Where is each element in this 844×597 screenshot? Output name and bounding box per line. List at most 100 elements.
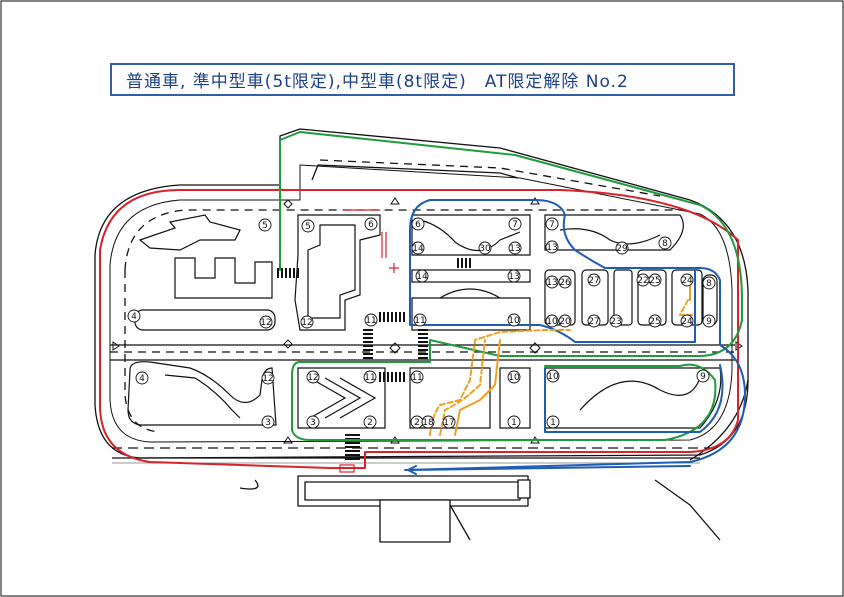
point-label-p9a: 9 (702, 314, 716, 328)
point-label-p6a: 6 (364, 217, 378, 231)
point-label-p14b: 14 (415, 269, 429, 283)
point-label-text: 2 (367, 418, 373, 428)
point-label-circle (696, 369, 710, 383)
point-label-p7b: 7 (545, 217, 559, 231)
point-label-text: 2 (414, 418, 420, 428)
point-label-p11a: 11 (364, 313, 378, 327)
point-label-p1a: 1 (507, 415, 521, 429)
green-route (279, 131, 743, 441)
point-label-circle (507, 313, 521, 327)
point-label-circle (648, 314, 662, 328)
point-label-p9b: 9 (696, 369, 710, 383)
point-label-text: 25 (649, 276, 660, 286)
road-markers (112, 197, 743, 444)
point-label-p27a: 27 (587, 273, 601, 287)
point-label-circle (411, 217, 425, 231)
point-label-p2b: 2 (410, 415, 424, 429)
point-label-text: 11 (414, 316, 425, 326)
orange-solid-route (454, 284, 691, 436)
point-label-text: 8 (662, 239, 668, 249)
point-label-p23: 23 (609, 314, 623, 328)
point-label-text: 11 (365, 316, 376, 326)
point-label-p11c: 11 (363, 370, 377, 384)
point-label-circle (411, 241, 425, 255)
point-label-text: 13 (546, 243, 557, 253)
outer-course-boundary (94, 128, 749, 459)
point-label-circle (545, 314, 559, 328)
point-label-text: 12 (262, 374, 273, 384)
point-label-circle (410, 370, 424, 384)
map-title: 普通車, 準中型車(5t限定),中型車(8t限定) AT限定解除 No.2 (126, 72, 629, 92)
point-label-text: 13 (509, 244, 520, 254)
point-label-circle (135, 371, 149, 385)
point-label-text: 14 (412, 244, 424, 254)
point-label-p10d: 10 (546, 369, 560, 383)
point-label-text: 6 (415, 220, 421, 230)
point-label-text: 10 (508, 373, 520, 383)
point-label-p12b: 12 (300, 315, 314, 329)
point-label-p20: 20 (558, 314, 572, 328)
point-label-circle (702, 314, 716, 328)
point-label-circle (261, 371, 275, 385)
point-label-text: 12 (260, 318, 271, 328)
point-label-p5a: 5 (258, 218, 272, 232)
point-label-circle (702, 276, 716, 290)
point-label-text: 11 (411, 373, 422, 383)
point-label-text: 22 (637, 276, 648, 286)
point-label-text: 29 (616, 244, 628, 254)
point-label-circle (364, 313, 378, 327)
point-label-circle (545, 217, 559, 231)
point-label-circle (546, 415, 560, 429)
point-label-circle (648, 273, 662, 287)
point-label-circle (680, 314, 694, 328)
point-label-p27b: 27 (587, 314, 601, 328)
point-label-p11b: 11 (413, 313, 427, 327)
point-label-circle (442, 415, 456, 429)
point-label-p24b: 24 (680, 314, 694, 328)
point-label-text: 24 (681, 276, 693, 286)
point-label-p12d: 12 (306, 370, 320, 384)
point-label-text: 8 (706, 279, 712, 289)
point-label-p22a: 22 (636, 273, 650, 287)
point-label-p6b: 6 (411, 217, 425, 231)
point-label-p26a: 26 (558, 275, 572, 289)
point-label-p3b: 3 (306, 415, 320, 429)
point-label-circle (508, 217, 522, 231)
red-route (99, 189, 739, 469)
point-label-text: 17 (443, 418, 454, 428)
point-label-p5b: 5 (301, 219, 315, 233)
point-label-text: 11 (364, 373, 375, 383)
point-label-text: 9 (700, 372, 706, 382)
point-label-circle (364, 217, 378, 231)
course-outline (94, 128, 749, 543)
point-label-text: 13 (546, 278, 557, 288)
point-label-circle (363, 370, 377, 384)
point-label-p24a: 24 (680, 273, 694, 287)
point-label-circle (258, 218, 272, 232)
point-label-text: 1 (550, 418, 556, 428)
point-label-circle (658, 236, 672, 250)
point-label-circle (587, 314, 601, 328)
point-label-circle (413, 313, 427, 327)
point-label-circle (507, 370, 521, 384)
point-label-circle (545, 275, 559, 289)
point-label-p4b: 4 (135, 371, 149, 385)
point-label-circle (680, 273, 694, 287)
point-label-p17: 17 (442, 415, 456, 429)
point-label-text: 6 (368, 220, 374, 230)
point-label-text: 7 (549, 220, 555, 230)
point-label-text: 30 (479, 244, 491, 254)
point-label-text: 7 (512, 220, 518, 230)
point-label-p1b: 1 (546, 415, 560, 429)
title-box: 普通車, 準中型車(5t限定),中型車(8t限定) AT限定解除 No.2 (110, 63, 735, 96)
point-label-p8b: 8 (702, 276, 716, 290)
point-label-p11d: 11 (410, 370, 424, 384)
point-label-p10a: 10 (507, 313, 521, 327)
point-label-text: 23 (610, 317, 621, 327)
left-course-blocks (127, 214, 277, 426)
point-label-p13a: 13 (508, 241, 522, 255)
point-label-text: 12 (301, 318, 312, 328)
